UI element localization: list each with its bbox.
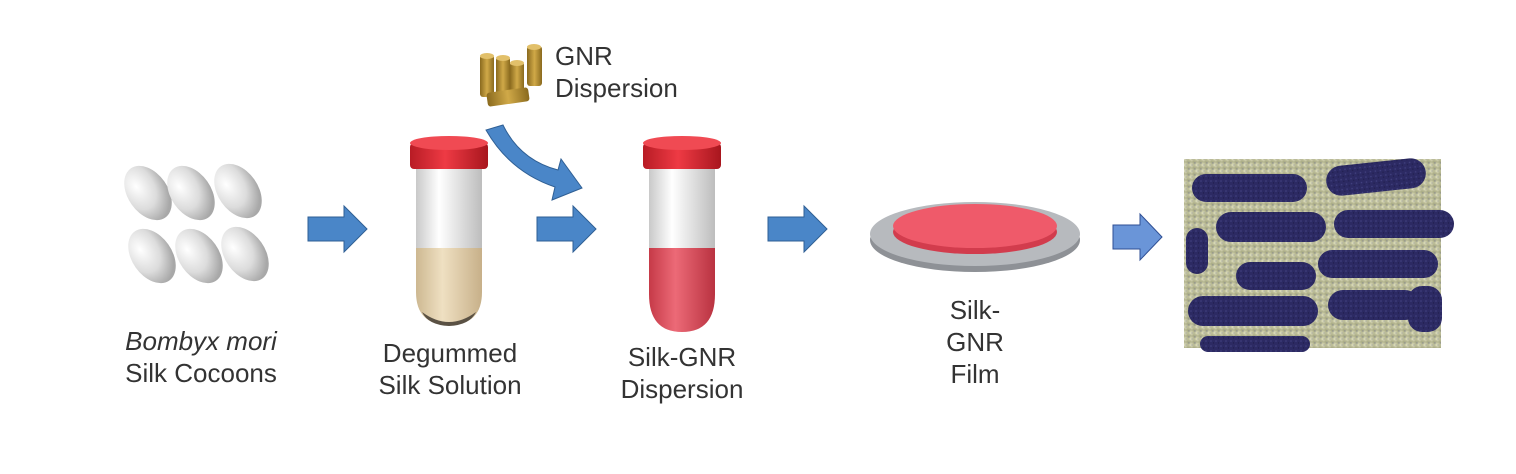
tube-icon — [410, 136, 488, 326]
label-line: GNR — [555, 41, 613, 71]
label-line: GNR — [946, 327, 1004, 357]
label-line: Silk-GNR — [627, 342, 737, 372]
cocoon-icon — [124, 163, 269, 284]
arrow-icon — [767, 204, 828, 254]
curved-arrow-icon — [485, 124, 583, 201]
gold-nanorod-icon — [480, 44, 542, 107]
label-line: Film — [950, 359, 1000, 389]
label-cocoons: Bombyx mori Silk Cocoons — [96, 325, 306, 389]
label-line: Degummed — [382, 338, 518, 368]
label-line: Bombyx mori — [125, 326, 277, 356]
label-line: Dispersion — [620, 374, 744, 404]
label-line: Silk Solution — [378, 370, 522, 400]
petri-dish-icon — [870, 202, 1080, 272]
arrow-icon — [536, 204, 597, 254]
label-gnr-dispersion: GNR Dispersion — [555, 40, 715, 104]
arrow-icon — [307, 204, 368, 254]
label-line: Silk Cocoons — [125, 358, 277, 388]
label-film: Silk- GNR Film — [915, 294, 1035, 390]
arrow-icon — [1112, 212, 1163, 262]
label-silk-gnr-dispersion: Silk-GNR Dispersion — [577, 341, 787, 405]
label-line: Silk- — [949, 295, 1001, 325]
label-silk-solution: Degummed Silk Solution — [345, 337, 555, 401]
tem-micrograph — [1184, 158, 1454, 352]
label-line: Dispersion — [555, 73, 678, 103]
tube-icon — [643, 136, 721, 332]
